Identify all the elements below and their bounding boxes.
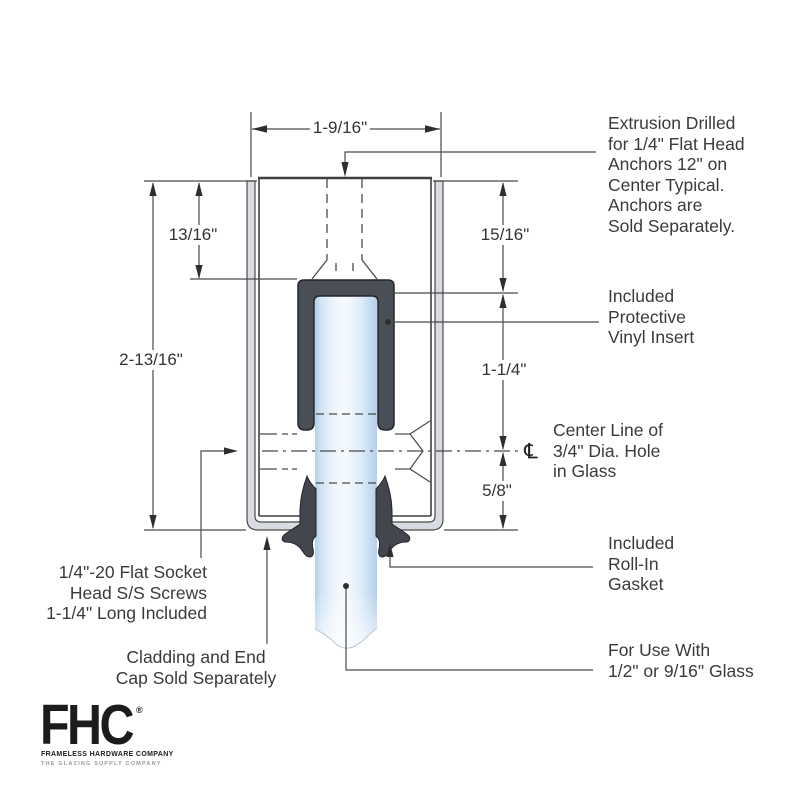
dimension-arrowheads xyxy=(149,125,507,529)
dim-top-width: 1-9/16" xyxy=(309,118,371,138)
left-gasket xyxy=(281,474,317,558)
dim-right-bottom: 5/8" xyxy=(479,481,515,501)
fhc-logo-brand: FHC xyxy=(40,693,134,757)
fhc-logo-tagline: THE GLAZING SUPPLY COMPANY xyxy=(41,761,162,767)
callout-roll-in-gasket: Included Roll-In Gasket xyxy=(608,533,675,594)
callout-vinyl-insert: Included Protective Vinyl Insert xyxy=(608,286,695,347)
callout-extrusion-drilled: Extrusion Drilled for 1/4" Flat Head Anc… xyxy=(608,113,745,236)
centerline-icon: ℄ xyxy=(522,439,540,465)
callout-glass-compat: For Use With 1/2" or 9/16" Glass xyxy=(608,640,754,681)
registered-trademark-icon: ® xyxy=(136,705,143,715)
dim-left-hole-depth: 13/16" xyxy=(165,225,221,245)
anchor-hole-dashed xyxy=(311,179,378,280)
callout-screws: 1/4"-20 Flat Socket Head S/S Screws 1-1/… xyxy=(46,562,207,623)
fhc-logo-subtitle: FRAMELESS HARDWARE COMPANY xyxy=(41,751,174,758)
leader-lines xyxy=(200,151,599,671)
dim-left-overall: 2-13/16" xyxy=(116,350,186,370)
vinyl-insert xyxy=(297,279,395,431)
glass-hole-hidden-lines xyxy=(316,413,376,484)
left-wall-screw-hole xyxy=(260,433,297,470)
dim-right-middle: 1-1/4" xyxy=(478,360,530,380)
callout-cladding: Cladding and End Cap Sold Separately xyxy=(115,647,277,688)
roll-in-gaskets xyxy=(281,474,411,558)
fhc-logo: FHC ® FRAMELESS HARDWARE COMPANY THE GLA… xyxy=(40,693,200,772)
leader-arrowheads xyxy=(224,162,394,589)
callout-centerline-note: Center Line of 3/4" Dia. Hole in Glass xyxy=(553,420,663,481)
dim-right-top: 15/16" xyxy=(477,225,533,245)
